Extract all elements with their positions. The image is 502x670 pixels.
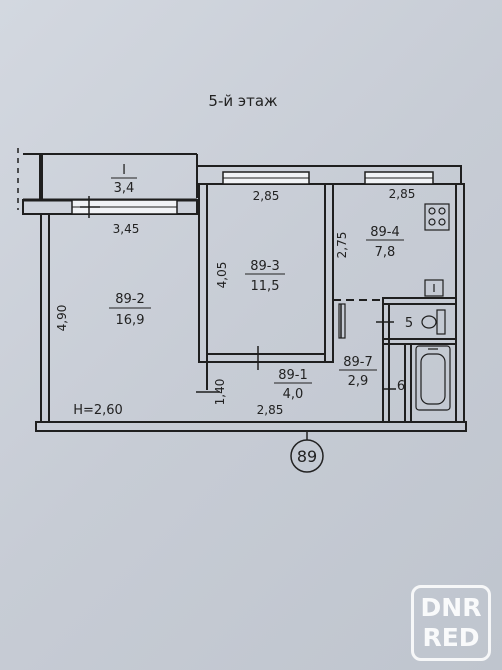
toilet-icon (421, 309, 446, 335)
stove-icon (424, 203, 450, 231)
apartment-number: 89 (297, 447, 317, 466)
sink-icon (424, 279, 444, 297)
windows (71, 171, 434, 218)
room-label-89-2: 89-2 16,9 (109, 292, 151, 328)
dim-room3-width: 2,85 (253, 189, 280, 203)
svg-text:16,9: 16,9 (116, 313, 145, 328)
floor-title: 5-й этаж (208, 92, 277, 110)
svg-text:89-2: 89-2 (115, 292, 145, 307)
watermark-line2: RED (422, 623, 480, 652)
svg-text:3,4: 3,4 (114, 181, 135, 196)
bathroom-label: 6 (397, 379, 405, 394)
watermark-line1: DNR (420, 593, 482, 622)
interior-walls (196, 183, 457, 422)
dim-hall-width: 1,40 (213, 379, 227, 406)
svg-text:2,9: 2,9 (348, 374, 369, 389)
svg-text:4,0: 4,0 (283, 387, 304, 402)
dim-room2-width: 3,45 (113, 222, 140, 236)
toilet-label: 5 (405, 316, 413, 331)
room-label-89-4: 89-4 7,8 (366, 225, 404, 260)
room-label-89-7: 89-7 2,9 (339, 355, 377, 389)
room-label-89-1: 89-1 4,0 (274, 368, 312, 402)
svg-text:7,8: 7,8 (375, 245, 396, 260)
svg-text:11,5: 11,5 (251, 279, 280, 294)
dim-room4-length: 2,75 (335, 232, 349, 259)
svg-text:89-4: 89-4 (370, 225, 400, 240)
svg-text:89-7: 89-7 (343, 355, 373, 370)
ceiling-height: H=2,60 (73, 403, 123, 418)
dim-room3-length: 4,05 (215, 262, 229, 289)
dim-room4-width: 2,85 (389, 187, 416, 201)
room-label-89-3: 89-3 11,5 (245, 259, 285, 294)
svg-text:89-1: 89-1 (278, 368, 308, 383)
room-label-balcony: I 3,4 (111, 163, 137, 196)
svg-text:I: I (122, 163, 126, 178)
bathtub-icon (415, 345, 451, 411)
apartment-number-marker: 89 (290, 431, 324, 473)
watermark-logo: DNR RED (411, 585, 491, 661)
svg-text:89-3: 89-3 (250, 259, 280, 274)
dim-hall-length: 2,85 (257, 403, 284, 417)
dim-room2-length: 4,90 (55, 305, 69, 332)
